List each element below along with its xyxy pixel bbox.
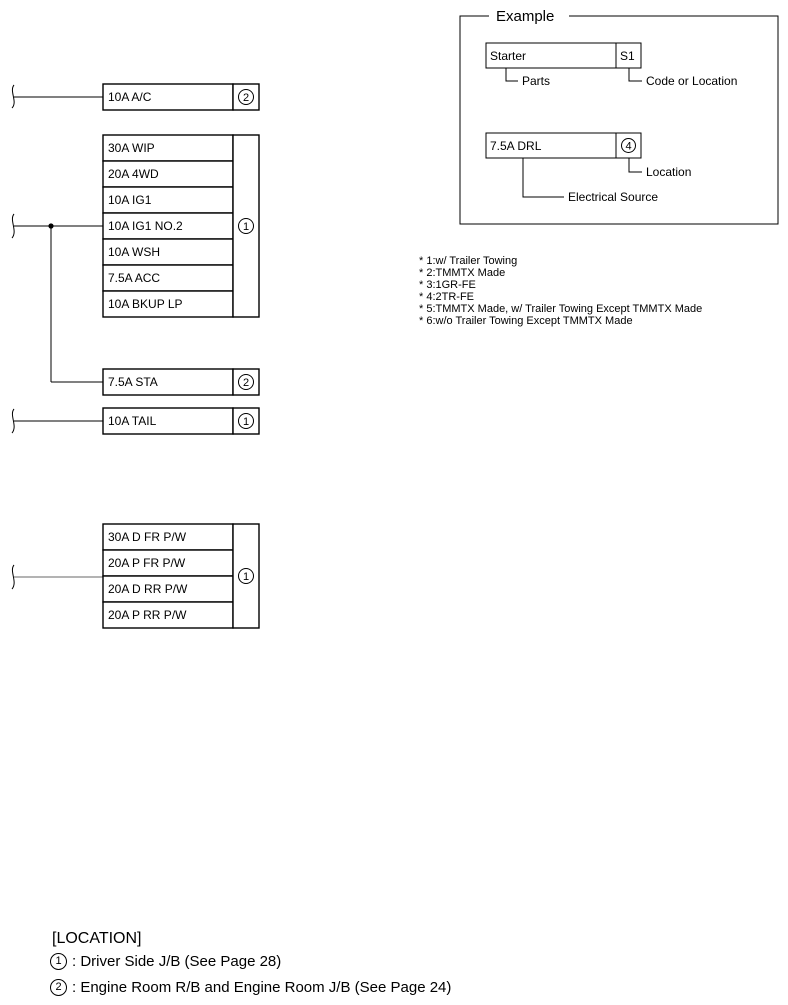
fuse-label: 10A WSH	[108, 245, 160, 259]
leader-line	[522, 158, 564, 198]
fuse-label: 20A D RR P/W	[108, 582, 188, 596]
location-circle	[238, 568, 254, 584]
example-title: Example	[496, 8, 554, 25]
fuse-cell	[102, 601, 234, 629]
wire-break-symbol	[11, 84, 15, 109]
location-number-circle: 2	[50, 979, 67, 996]
location-legend-item: 2 : Engine Room R/B and Engine Room J/B …	[50, 979, 451, 996]
example-part-box	[485, 42, 617, 69]
leader-line	[505, 68, 518, 82]
fuse-label: 30A D FR P/W	[108, 530, 187, 544]
example-code-caption: Code or Location	[646, 74, 737, 88]
location-number-circle: 1	[50, 953, 67, 970]
location-cell	[232, 368, 260, 396]
location-number: 2	[243, 377, 249, 389]
fuse-label: 20A P RR P/W	[108, 608, 187, 622]
fuse-cell	[102, 83, 234, 111]
fuse-label: 7.5A ACC	[108, 271, 160, 285]
fuse-label: 30A WIP	[108, 141, 155, 155]
fuse-label: 10A A/C	[108, 90, 152, 104]
location-number: 1	[243, 416, 249, 428]
fuse-cell	[102, 549, 234, 577]
wire-break-symbol	[11, 408, 15, 434]
example-location-box	[615, 132, 642, 159]
fuse-cell	[102, 264, 234, 292]
fuse-cell	[102, 290, 234, 318]
location-description: : Engine Room R/B and Engine Room J/B (S…	[72, 979, 452, 996]
location-circle	[238, 374, 254, 390]
example-source-caption: Electrical Source	[568, 190, 658, 204]
location-circle	[238, 413, 254, 429]
fuse-label: 10A IG1 NO.2	[108, 219, 183, 233]
example-code-label: S1	[620, 49, 635, 63]
fuse-label: 10A TAIL	[108, 414, 157, 428]
fuse-block: 10A A/C 2	[102, 83, 260, 111]
leader-line	[628, 158, 642, 173]
fuse-label: 10A IG1	[108, 193, 152, 207]
location-number: 2	[243, 92, 249, 104]
location-cell	[232, 83, 260, 111]
location-circle	[238, 218, 254, 234]
fuse-block: 7.5A STA 2	[102, 368, 260, 396]
fuse-block: 30A WIP 20A 4WD 10A IG1 10A IG1 NO.2 10A WSH…	[102, 134, 260, 318]
fuse-cell	[102, 368, 234, 396]
note: * 6:w/o Trailer Towing Except TMMTX Made	[419, 315, 633, 327]
location-circle	[238, 89, 254, 105]
example-source-label: 7.5A DRL	[490, 139, 542, 153]
location-cell	[232, 134, 260, 318]
wire-group	[11, 84, 103, 590]
location-legend-title: [LOCATION]	[52, 930, 142, 947]
note: * 3:1GR-FE	[419, 279, 476, 291]
junction-dot	[48, 223, 54, 229]
example-parts-caption: Parts	[522, 74, 550, 88]
location-description: : Driver Side J/B (See Page 28)	[72, 953, 282, 970]
fuse-cell	[102, 238, 234, 266]
fuse-label: 20A 4WD	[108, 167, 159, 181]
location-circle	[621, 138, 636, 153]
example-frame	[459, 15, 779, 225]
wire-break-symbol	[11, 564, 15, 590]
fuse-label: 20A P FR P/W	[108, 556, 186, 570]
fuse-label: 7.5A STA	[108, 375, 158, 389]
example-source-box	[485, 132, 617, 159]
note: * 4:2TR-FE	[419, 291, 474, 303]
fuse-block: 30A D FR P/W 20A P FR P/W 20A D RR P/W 20A …	[102, 523, 260, 629]
fuse-cell	[102, 523, 234, 551]
example-box: Example Starter S1 Parts Code or Locatio…	[459, 8, 779, 225]
example-part-label: Starter	[490, 49, 526, 63]
note: * 1:w/ Trailer Towing	[419, 255, 517, 267]
note: * 2:TMMTX Made	[419, 267, 505, 279]
location-cell	[232, 523, 260, 629]
leader-line	[628, 68, 642, 82]
notes-list: * 1:w/ Trailer Towing * 2:TMMTX Made * 3…	[419, 255, 702, 327]
location-cell	[232, 407, 260, 435]
example-location-number: 4	[625, 141, 631, 153]
location-legend-item: 1 : Driver Side J/B (See Page 28)	[50, 953, 281, 970]
fuse-label: 10A BKUP LP	[108, 297, 183, 311]
fuse-blocks: 10A A/C 2 30A WIP 20A 4WD 10A IG1 10A IG1 NO.…	[102, 83, 260, 629]
example-location-caption: Location	[646, 165, 691, 179]
wire-break-symbol	[11, 213, 15, 239]
location-number: 1	[243, 571, 249, 583]
location-number: 1	[243, 221, 249, 233]
fuse-block: 10A TAIL 1	[102, 407, 260, 435]
note: * 5:TMMTX Made, w/ Trailer Towing Except…	[419, 303, 702, 315]
